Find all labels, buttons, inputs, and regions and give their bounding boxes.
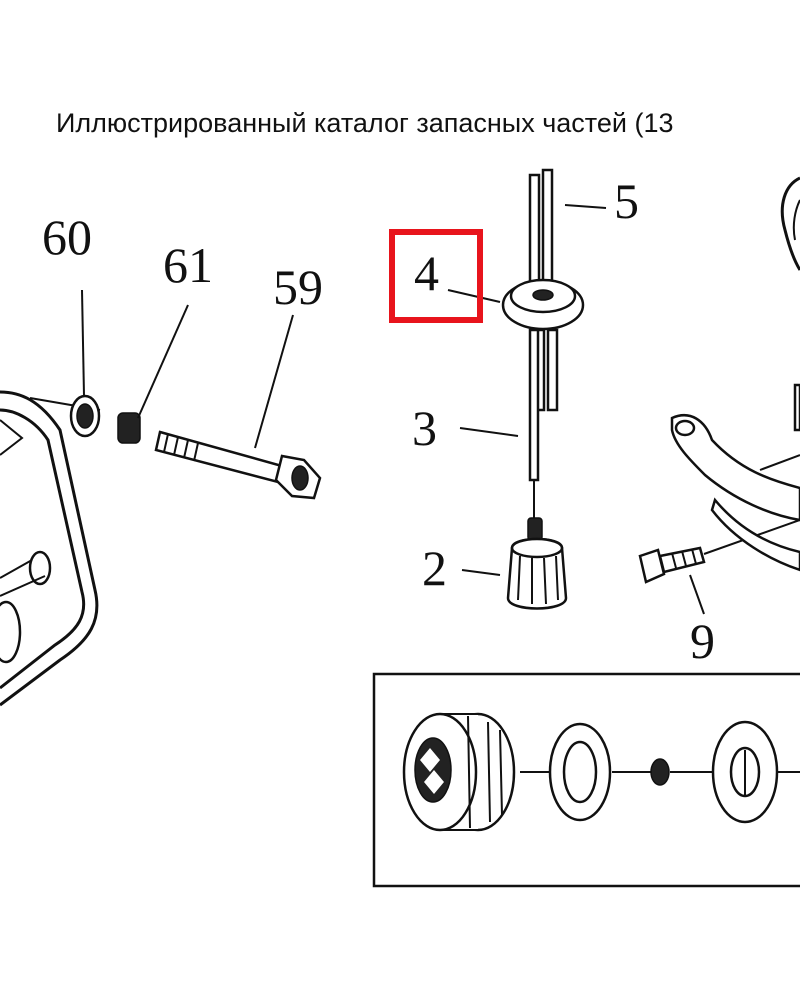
callout-4: 4 (414, 245, 439, 301)
leader-61 (137, 304, 189, 419)
right-tank-edge (780, 176, 800, 271)
leader-60 (81, 289, 85, 397)
right-bracket (670, 383, 800, 572)
fuel-cap-inset (372, 672, 800, 888)
callout-60: 60 (42, 209, 92, 265)
leader-9 (689, 574, 705, 615)
callout-3: 3 (412, 400, 437, 456)
catalog-title: Иллюстрированный каталог запасных частей… (56, 108, 674, 138)
leader-3 (459, 427, 519, 437)
leader-59 (254, 314, 294, 449)
callout-61: 61 (163, 237, 213, 293)
leader-5 (564, 204, 607, 209)
callout-4-highlight (389, 229, 483, 323)
leader-2 (461, 569, 501, 576)
callout-5: 5 (614, 173, 639, 229)
part-4-grommet (501, 278, 585, 331)
fuel-tank-body (0, 390, 99, 707)
callout-59: 59 (273, 259, 323, 315)
part-3-rod (528, 328, 540, 520)
part-2-filter (506, 517, 568, 610)
callout-9: 9 (690, 613, 715, 669)
callout-2: 2 (422, 540, 447, 596)
part-61-nut (117, 412, 141, 444)
leader-4 (447, 289, 501, 303)
part-59-bolt (154, 430, 322, 500)
part-60-washer (69, 394, 101, 438)
part-9-screw (638, 546, 706, 584)
